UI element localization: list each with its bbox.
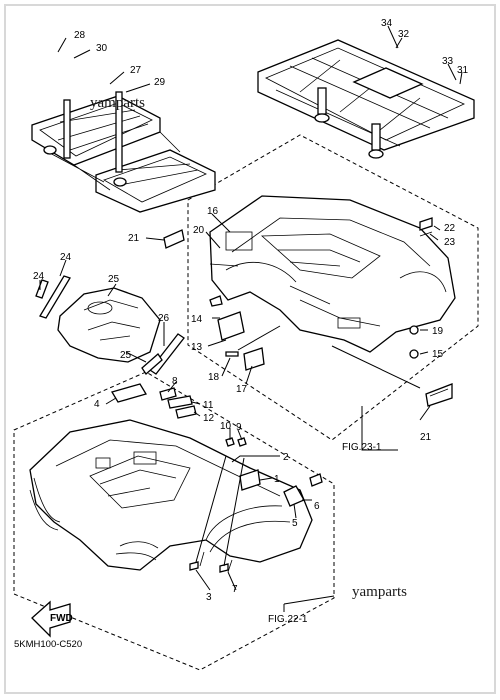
callout-15: 15 bbox=[432, 349, 444, 360]
callout-9: 9 bbox=[236, 422, 242, 433]
callout-21-lower: 21 bbox=[420, 432, 432, 443]
screw-7 bbox=[219, 563, 229, 573]
rear-fender bbox=[209, 195, 456, 353]
callout-4: 4 bbox=[94, 399, 100, 410]
watermark-bottom: yamparts bbox=[352, 584, 407, 600]
decal-14 bbox=[217, 311, 245, 341]
callout-6: 6 bbox=[314, 501, 320, 512]
strip-24-left bbox=[39, 275, 71, 319]
callout-1: 1 bbox=[274, 474, 280, 485]
decal-8 bbox=[159, 387, 177, 401]
decal-1 bbox=[239, 469, 261, 491]
callout-3: 3 bbox=[206, 592, 212, 603]
callout-34: 34 bbox=[381, 18, 393, 29]
figure-ref-22-1: FIG.22-1 bbox=[268, 614, 308, 625]
callout-32: 32 bbox=[398, 29, 410, 40]
callout-2: 2 bbox=[283, 452, 289, 463]
front-fender bbox=[29, 419, 313, 573]
callout-24-left: 24 bbox=[60, 252, 72, 263]
callout-21-upper: 21 bbox=[128, 233, 140, 244]
decal-12 bbox=[175, 405, 197, 419]
callout-8: 8 bbox=[172, 376, 178, 387]
callout-19: 19 bbox=[432, 326, 444, 337]
rear-fender-group-boundary bbox=[187, 134, 479, 441]
decal-11 bbox=[167, 395, 193, 409]
callout-25-left: 24 bbox=[33, 271, 45, 282]
callout-31: 31 bbox=[457, 65, 469, 76]
callout-5: 5 bbox=[292, 518, 298, 529]
diagram-code: 5KMH100-C520 bbox=[14, 639, 82, 650]
callout-14: 14 bbox=[191, 314, 203, 325]
callout-22: 22 bbox=[444, 223, 456, 234]
nut-19 bbox=[409, 325, 419, 335]
decal-25-right bbox=[141, 353, 163, 375]
callout-10: 10 bbox=[220, 421, 232, 432]
callout-23: 23 bbox=[444, 237, 456, 248]
fwd-label: FWD bbox=[50, 613, 73, 624]
figure-ref-23-1: FIG.23-1 bbox=[342, 442, 382, 453]
callout-13: 13 bbox=[191, 342, 203, 353]
watermark-top: yamparts bbox=[90, 95, 145, 111]
leader-lines bbox=[39, 25, 463, 612]
page-border bbox=[4, 4, 496, 694]
callout-27: 27 bbox=[130, 65, 142, 76]
callout-33: 33 bbox=[442, 56, 454, 67]
callout-20: 20 bbox=[193, 225, 205, 236]
nut-15 bbox=[409, 349, 419, 359]
decal-22 bbox=[419, 217, 433, 231]
callout-12: 12 bbox=[203, 413, 215, 424]
callout-29: 29 bbox=[154, 77, 166, 88]
decal-17 bbox=[243, 347, 265, 371]
callout-16: 16 bbox=[207, 206, 219, 217]
callout-28: 28 bbox=[74, 30, 86, 41]
callout-24-right: 26 bbox=[158, 313, 170, 324]
emblem-21-lower bbox=[425, 383, 453, 407]
decal-25-left bbox=[35, 279, 49, 299]
screw-3 bbox=[189, 561, 199, 571]
decal-4 bbox=[111, 383, 147, 403]
tank-cover bbox=[57, 287, 161, 363]
front-carrier bbox=[31, 91, 216, 213]
fwd-arrow: FWD bbox=[31, 600, 73, 638]
rear-carrier bbox=[257, 39, 475, 159]
screw-6 bbox=[309, 473, 323, 487]
bolt-14-top bbox=[209, 295, 223, 307]
callout-26: 25 bbox=[108, 274, 120, 285]
decal-21-upper bbox=[163, 229, 185, 249]
callouts: 28 30 27 29 34 32 33 31 16 21 20 22 23 2… bbox=[33, 18, 469, 603]
callout-17: 17 bbox=[236, 384, 248, 395]
callout-11: 11 bbox=[203, 400, 214, 411]
callout-30: 30 bbox=[96, 43, 108, 54]
screw-18 bbox=[225, 351, 239, 357]
strip-24-right bbox=[149, 333, 185, 375]
front-fender-group-boundary bbox=[13, 371, 335, 671]
callout-7: 7 bbox=[232, 584, 238, 595]
callout-25-right: 25 bbox=[120, 350, 132, 361]
callout-18: 18 bbox=[208, 372, 220, 383]
